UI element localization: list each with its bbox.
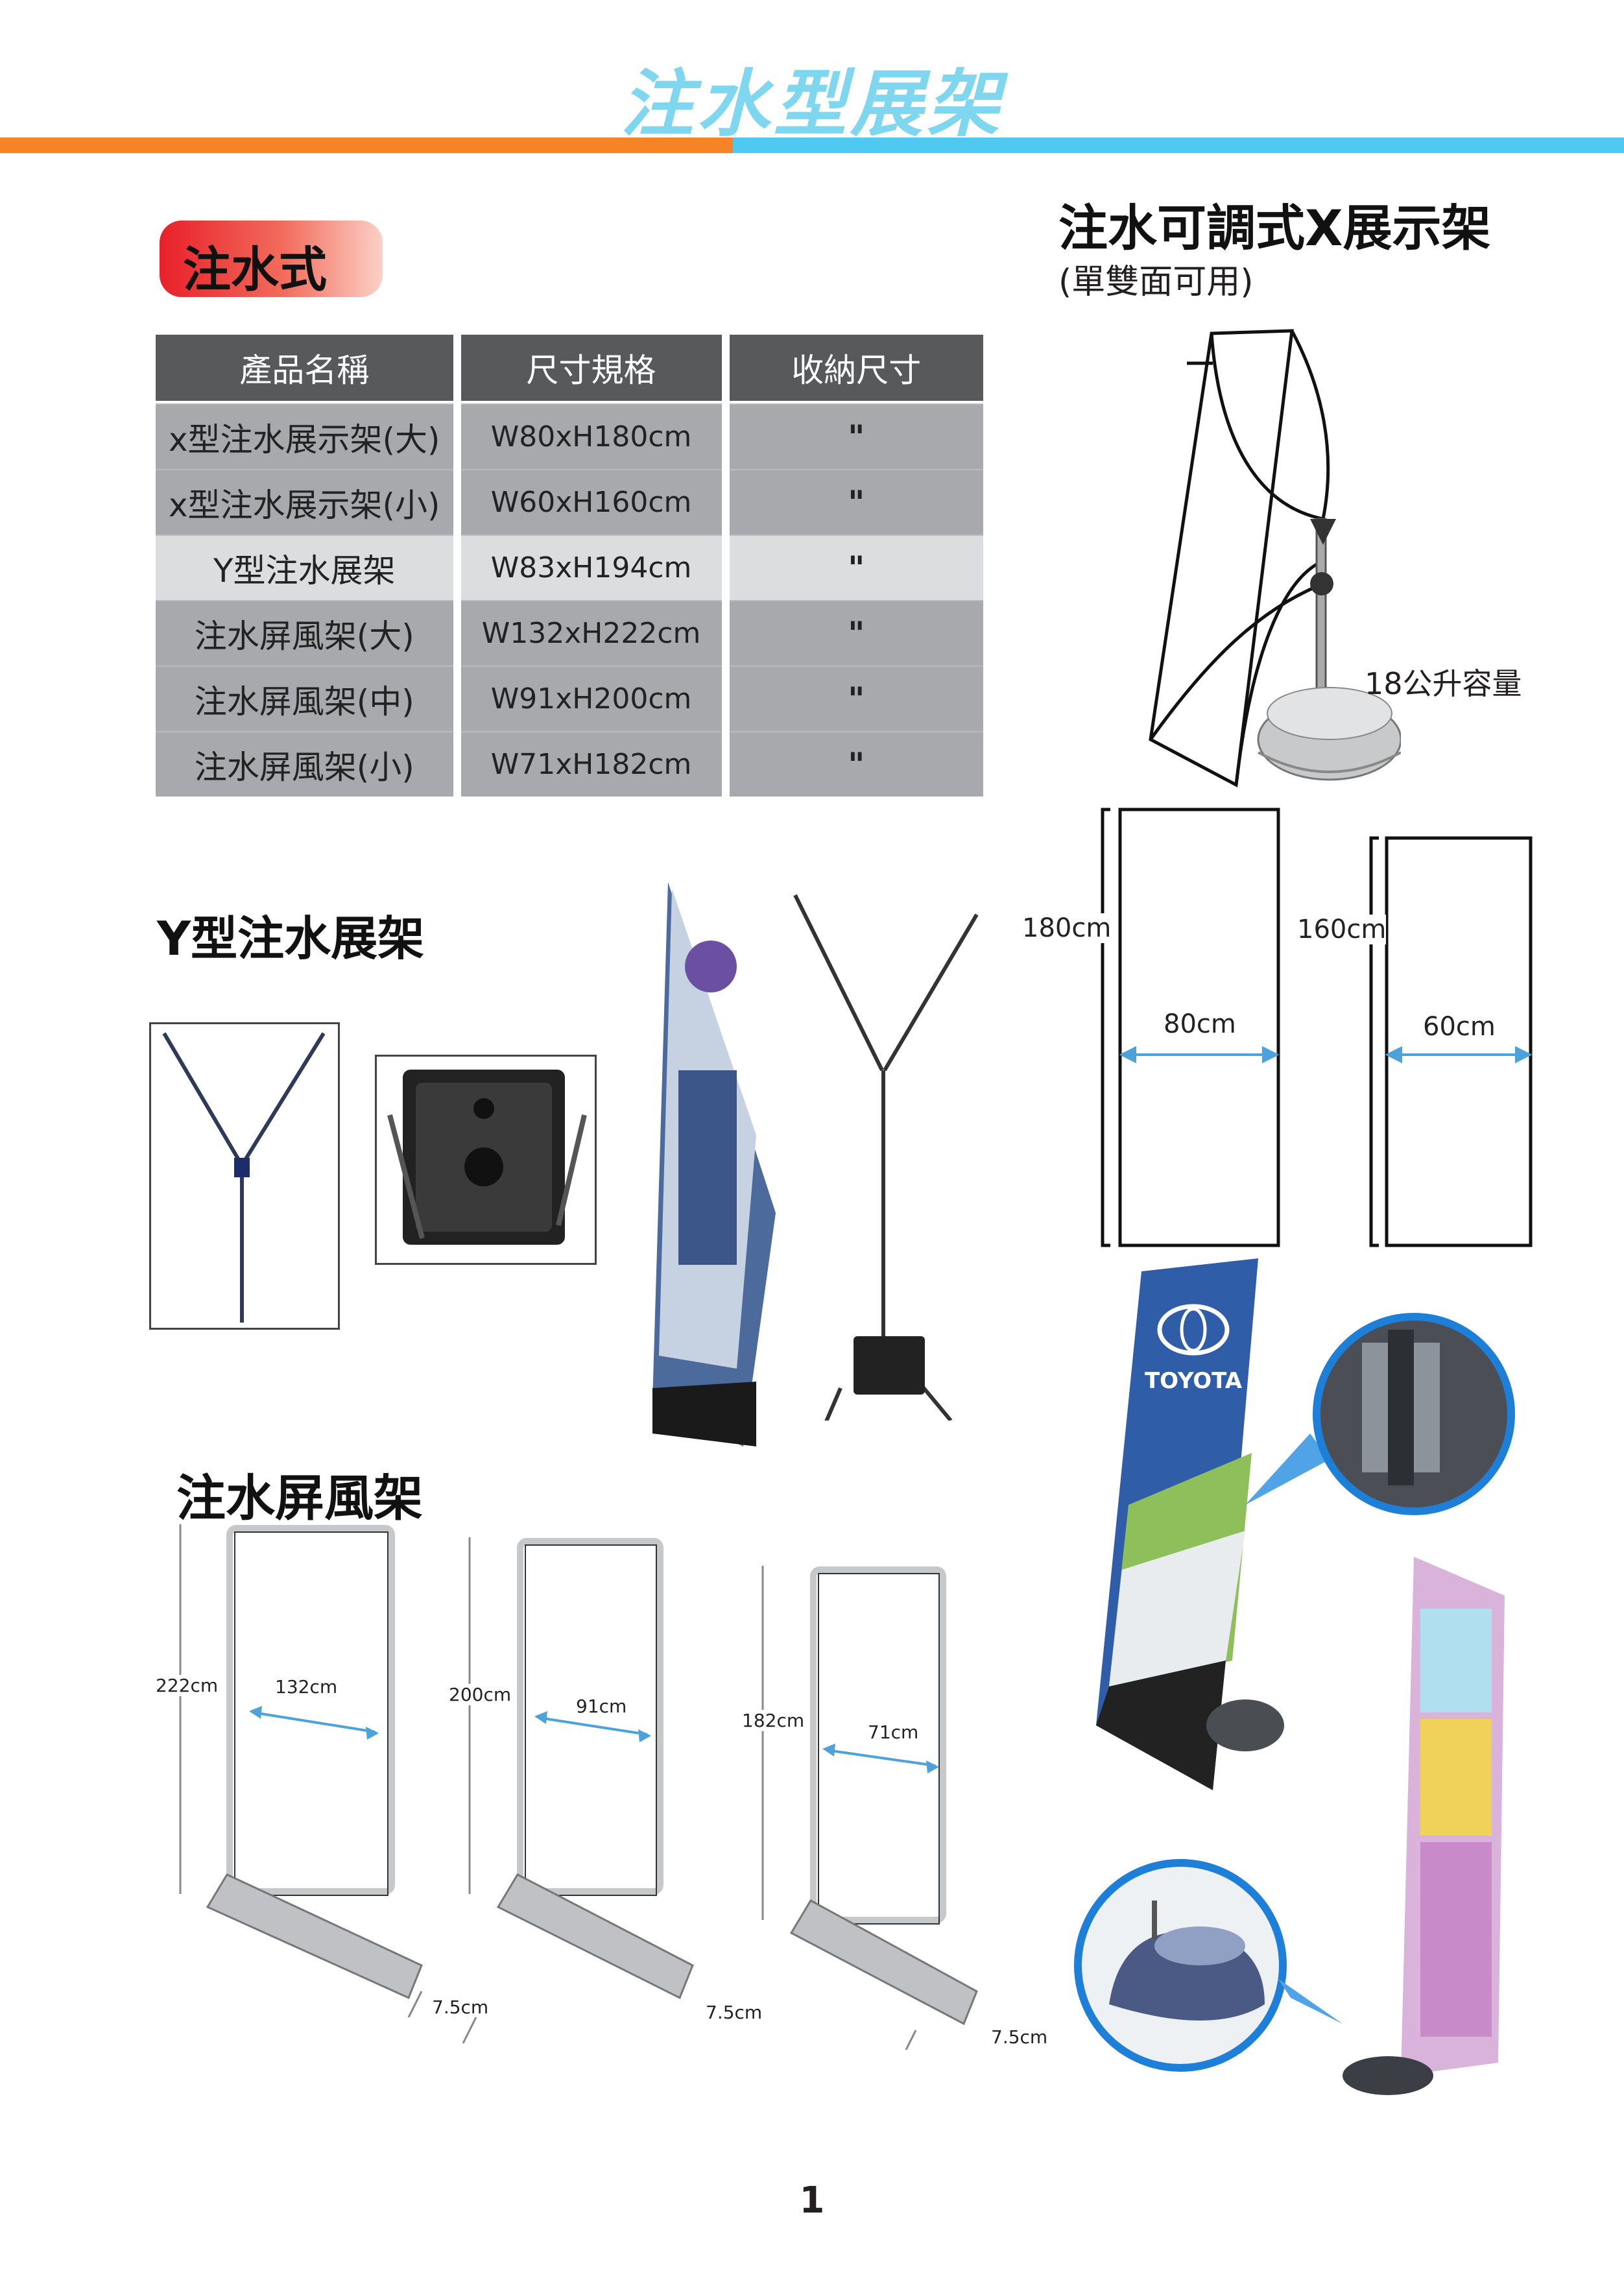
x-stand-capacity: 18公升容量 — [1365, 666, 1522, 701]
screen-large-depth: 7.5cm — [432, 1997, 489, 2018]
toyota-banner-photo: TOYOTA — [1096, 1258, 1284, 1790]
table-cell: W132xH222cm — [460, 600, 722, 666]
screen-small-height: 182cm — [742, 1710, 805, 1731]
screen-stand-title: 注水屏風架 — [176, 1469, 423, 1527]
table-cell: " — [729, 731, 983, 797]
screen-large-height: 222cm — [156, 1675, 219, 1696]
colorful-banner-photo — [1343, 1557, 1505, 2095]
zoom-detail-top — [1245, 1313, 1515, 1515]
table-row: x型注水展示架(大)W80xH180cm" — [156, 403, 983, 469]
y-stand-frame-photo — [149, 1022, 340, 1330]
table-cell: " — [729, 666, 983, 731]
screen-stand-diagrams — [179, 1524, 978, 2050]
table-cell: W80xH180cm — [460, 403, 722, 469]
section-label-pill: 注水式 — [160, 221, 383, 298]
table-cell: Y型注水展架 — [156, 534, 453, 600]
toyota-brand-text: TOYOTA — [1145, 1368, 1243, 1394]
table-cell: W60xH160cm — [460, 469, 722, 534]
screen-large-width: 132cm — [275, 1676, 338, 1697]
table-row: 注水屏風架(中)W91xH200cm" — [156, 666, 983, 731]
x-large-width: 80cm — [1164, 1009, 1236, 1039]
screen-small-width: 71cm — [868, 1721, 919, 1743]
page-number: 1 — [799, 2179, 825, 2222]
x-stand-title: 注水可調式X展示架 — [1058, 199, 1491, 257]
screen-medium-height: 200cm — [449, 1684, 512, 1705]
table-cell: x型注水展示架(小) — [156, 469, 453, 534]
x-small-width: 60cm — [1423, 1012, 1496, 1042]
header-bar-orange — [0, 138, 733, 153]
spec-table: 產品名稱 尺寸規格 收納尺寸 x型注水展示架(大)W80xH180cm" x型注… — [148, 335, 991, 797]
table-cell: W71xH182cm — [460, 731, 722, 797]
table-cell: " — [729, 534, 983, 600]
y-stand-banner-photo — [652, 882, 776, 1446]
screen-medium-width: 91cm — [576, 1696, 627, 1717]
table-cell: " — [729, 469, 983, 534]
table-cell: W91xH200cm — [460, 666, 722, 731]
table-cell: " — [729, 600, 983, 666]
page-title: 注水型展架 — [621, 62, 1003, 147]
table-cell: 注水屏風架(中) — [156, 666, 453, 731]
header-bar-blue — [733, 138, 1624, 153]
y-stand-base-photo — [375, 1055, 597, 1265]
table-cell: 注水屏風架(大) — [156, 600, 453, 666]
x-stand-illustration — [1149, 329, 1401, 787]
x-large-height: 180cm — [1022, 913, 1112, 943]
table-cell: 注水屏風架(小) — [156, 731, 453, 797]
table-cell: " — [729, 403, 983, 469]
table-header: 收納尺寸 — [729, 335, 983, 403]
table-header: 產品名稱 — [156, 335, 453, 403]
zoom-detail-bottom — [1074, 1859, 1343, 2072]
x-stand-dimension-diagrams — [1101, 808, 1533, 1247]
x-stand-subtitle: (單雙面可用) — [1058, 263, 1254, 302]
y-stand-full-photo — [793, 894, 979, 1421]
section-label: 注水式 — [183, 242, 327, 298]
table-cell: W83xH194cm — [460, 534, 722, 600]
table-row: x型注水展示架(小)W60xH160cm" — [156, 469, 983, 534]
screen-medium-depth: 7.5cm — [706, 2002, 763, 2023]
x-small-height: 160cm — [1297, 915, 1387, 944]
table-cell: x型注水展示架(大) — [156, 403, 453, 469]
table-row: 注水屏風架(大)W132xH222cm" — [156, 600, 983, 666]
screen-small-depth: 7.5cm — [991, 2026, 1048, 2048]
y-stand-title: Y型注水展架 — [157, 911, 425, 966]
table-row: 注水屏風架(小)W71xH182cm" — [156, 731, 983, 797]
table-header: 尺寸規格 — [460, 335, 722, 403]
